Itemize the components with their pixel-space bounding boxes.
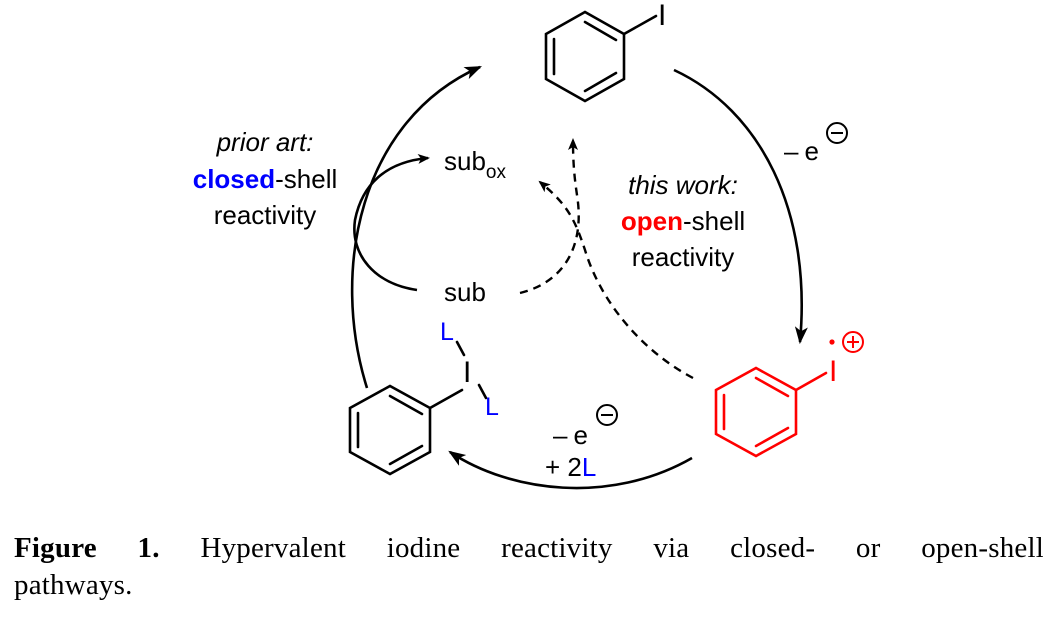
ligand-bottom: L — [485, 393, 499, 421]
catalytic-cycle-diagram: I I I L L subox sub –e — [193, 0, 864, 490]
iodine-atom-hypervalent: I — [463, 356, 471, 389]
minus-e-label: –e — [784, 136, 819, 166]
double-bond — [754, 426, 790, 448]
prior-art-reactivity: reactivity — [214, 200, 317, 230]
closed-highlight: closed — [193, 164, 275, 194]
this-work-heading: this work: — [628, 170, 738, 200]
electron-symbol: e — [804, 136, 818, 166]
annotation-prior-art: prior art: closed-shell reactivity — [193, 127, 338, 230]
hypervalent-iodine-phil2 — [348, 340, 488, 476]
minus-charge-icon — [596, 404, 618, 426]
minus-sign: – — [784, 136, 799, 166]
sub-ox-subscript: ox — [486, 162, 507, 183]
iodobenzene-top — [544, 10, 658, 103]
open-shell-label: open-shell — [621, 206, 745, 236]
figure-caption: Figure 1. Hypervalent iodine reactivity … — [14, 530, 1043, 604]
arrow-reductive-elimination-left — [350, 65, 482, 389]
plus-2l-label: + 2L — [545, 452, 596, 482]
double-bond — [583, 71, 618, 93]
plus-two: + 2 — [545, 452, 582, 482]
step-label-bottom: –e + 2L — [545, 404, 618, 482]
closed-rest: -shell — [275, 164, 337, 194]
caption-label: Figure 1. — [14, 532, 160, 564]
double-bond — [388, 394, 424, 416]
iodine-atom-cation: I — [829, 355, 837, 388]
benzene-ring — [714, 366, 798, 458]
i-l-bond-bottom — [477, 383, 488, 400]
plus-charge-icon — [842, 331, 864, 353]
ligand-symbol: L — [582, 452, 596, 482]
minus-e-label: –e — [553, 420, 588, 450]
radical-dot-icon — [829, 339, 835, 345]
prior-art-heading: prior art: — [216, 127, 314, 157]
open-rest: -shell — [683, 206, 745, 236]
arrow-open-shell-sub-to-ar-i — [519, 138, 580, 295]
open-highlight: open — [621, 206, 683, 236]
i-l-bond-top — [455, 340, 466, 357]
double-bond — [583, 20, 618, 42]
ligand-top: L — [440, 318, 454, 346]
step-label-top-right: –e — [784, 122, 848, 166]
electron-symbol: e — [573, 420, 587, 450]
substrate: sub — [444, 277, 486, 307]
arrow-closed-shell — [353, 153, 430, 292]
c-i-bond — [428, 388, 464, 410]
caption-line-1: Figure 1. Hypervalent iodine reactivity … — [14, 530, 1043, 567]
c-i-bond — [794, 371, 828, 392]
caption-line-2: pathways. — [14, 569, 133, 601]
closed-shell-label: closed-shell — [193, 164, 338, 194]
minus-charge-icon — [826, 122, 848, 144]
substrate-oxidized: subox — [444, 146, 506, 183]
benzene-ring — [348, 384, 432, 476]
annotation-this-work: this work: open-shell reactivity — [621, 170, 745, 272]
arrow-open-shell-cation-to-subox — [538, 180, 694, 380]
sub-ox-base: sub — [444, 146, 486, 176]
this-work-reactivity: reactivity — [632, 242, 735, 272]
arrow-oxidation-bottom — [448, 450, 693, 490]
double-bond — [388, 444, 424, 466]
minus-sign: – — [553, 420, 568, 450]
double-bond — [754, 376, 790, 398]
iodobenzene-radical-cation — [714, 366, 828, 458]
benzene-ring — [544, 10, 626, 103]
iodine-atom-top: I — [658, 0, 666, 32]
caption-text: Hypervalent iodine reactivity via closed… — [200, 532, 1043, 564]
c-i-bond — [622, 14, 658, 36]
arrow-oxidation-top-right — [673, 68, 808, 345]
